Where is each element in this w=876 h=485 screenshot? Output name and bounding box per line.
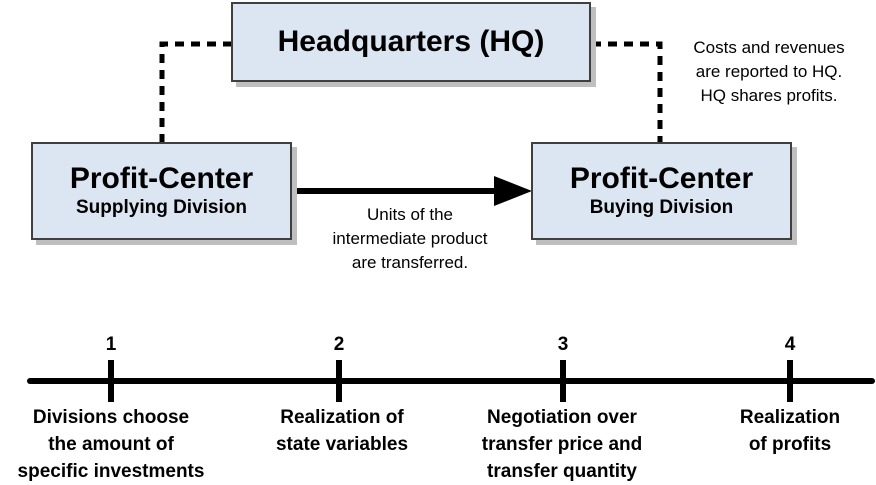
- transfer-arrow-head: [494, 176, 532, 206]
- timeline-step-4-line-2: of profits: [748, 434, 832, 455]
- timeline-step-4-number: 4: [784, 334, 796, 355]
- transfer-note-line-2: intermediate product: [332, 229, 488, 248]
- hq-note-line-2: are reported to HQ.: [695, 62, 843, 81]
- buying-division-title: Profit-Center: [569, 162, 754, 195]
- timeline-step-3-tick: [560, 360, 566, 402]
- hq-note-line-3: HQ shares profits.: [700, 86, 838, 105]
- timeline-step-1-tick: [108, 360, 114, 402]
- transfer-note-line-1: Units of the: [367, 205, 453, 224]
- timeline-step-4-label: Realization of profits: [706, 404, 874, 458]
- timeline-step-4-line-1: Realization: [739, 407, 841, 428]
- timeline-step-3-number: 3: [557, 334, 569, 355]
- transfer-note: Units of the intermediate product are tr…: [300, 203, 520, 275]
- timeline-step-3-line-3: transfer quantity: [487, 461, 637, 482]
- buying-division-subtitle: Buying Division: [589, 197, 734, 218]
- timeline-step-2-number: 2: [333, 334, 345, 355]
- hq-reporting-note: Costs and revenues are reported to HQ. H…: [666, 36, 872, 108]
- timeline-step-1-line-3: specific investments: [17, 461, 205, 482]
- timeline-step-2-tick: [336, 360, 342, 402]
- transfer-note-line-3: are transferred.: [351, 253, 469, 272]
- hq-note-line-1: Costs and revenues: [693, 38, 845, 57]
- timeline-step-4-tick: [787, 360, 793, 402]
- hq-left-dashed-connector: [159, 41, 232, 143]
- timeline-step-1-line-2: the amount of: [48, 434, 174, 455]
- buying-division-box: Profit-Center Buying Division: [531, 142, 792, 240]
- timeline-step-3-line-1: Negotiation over: [487, 407, 637, 428]
- timeline-step-2-label: Realization of state variables: [244, 404, 440, 458]
- timeline-step-2-line-2: state variables: [275, 434, 409, 455]
- timeline-step-1-line-1: Divisions choose: [32, 407, 190, 428]
- hq-right-dashed-connector: [592, 41, 663, 143]
- supplying-division-box: Profit-Center Supplying Division: [31, 142, 292, 240]
- supplying-division-subtitle: Supplying Division: [75, 197, 247, 218]
- timeline-step-3-label: Negotiation over transfer price and tran…: [458, 404, 666, 485]
- timeline-step-2-line-1: Realization of: [280, 407, 404, 428]
- timeline-step-3-line-2: transfer price and: [481, 434, 643, 455]
- timeline-step-1-label: Divisions choose the amount of specific …: [0, 404, 222, 485]
- headquarters-label: Headquarters (HQ): [277, 25, 545, 58]
- timeline-step-1-number: 1: [105, 334, 117, 355]
- headquarters-box: Headquarters (HQ): [231, 2, 591, 82]
- supplying-division-title: Profit-Center: [69, 162, 254, 195]
